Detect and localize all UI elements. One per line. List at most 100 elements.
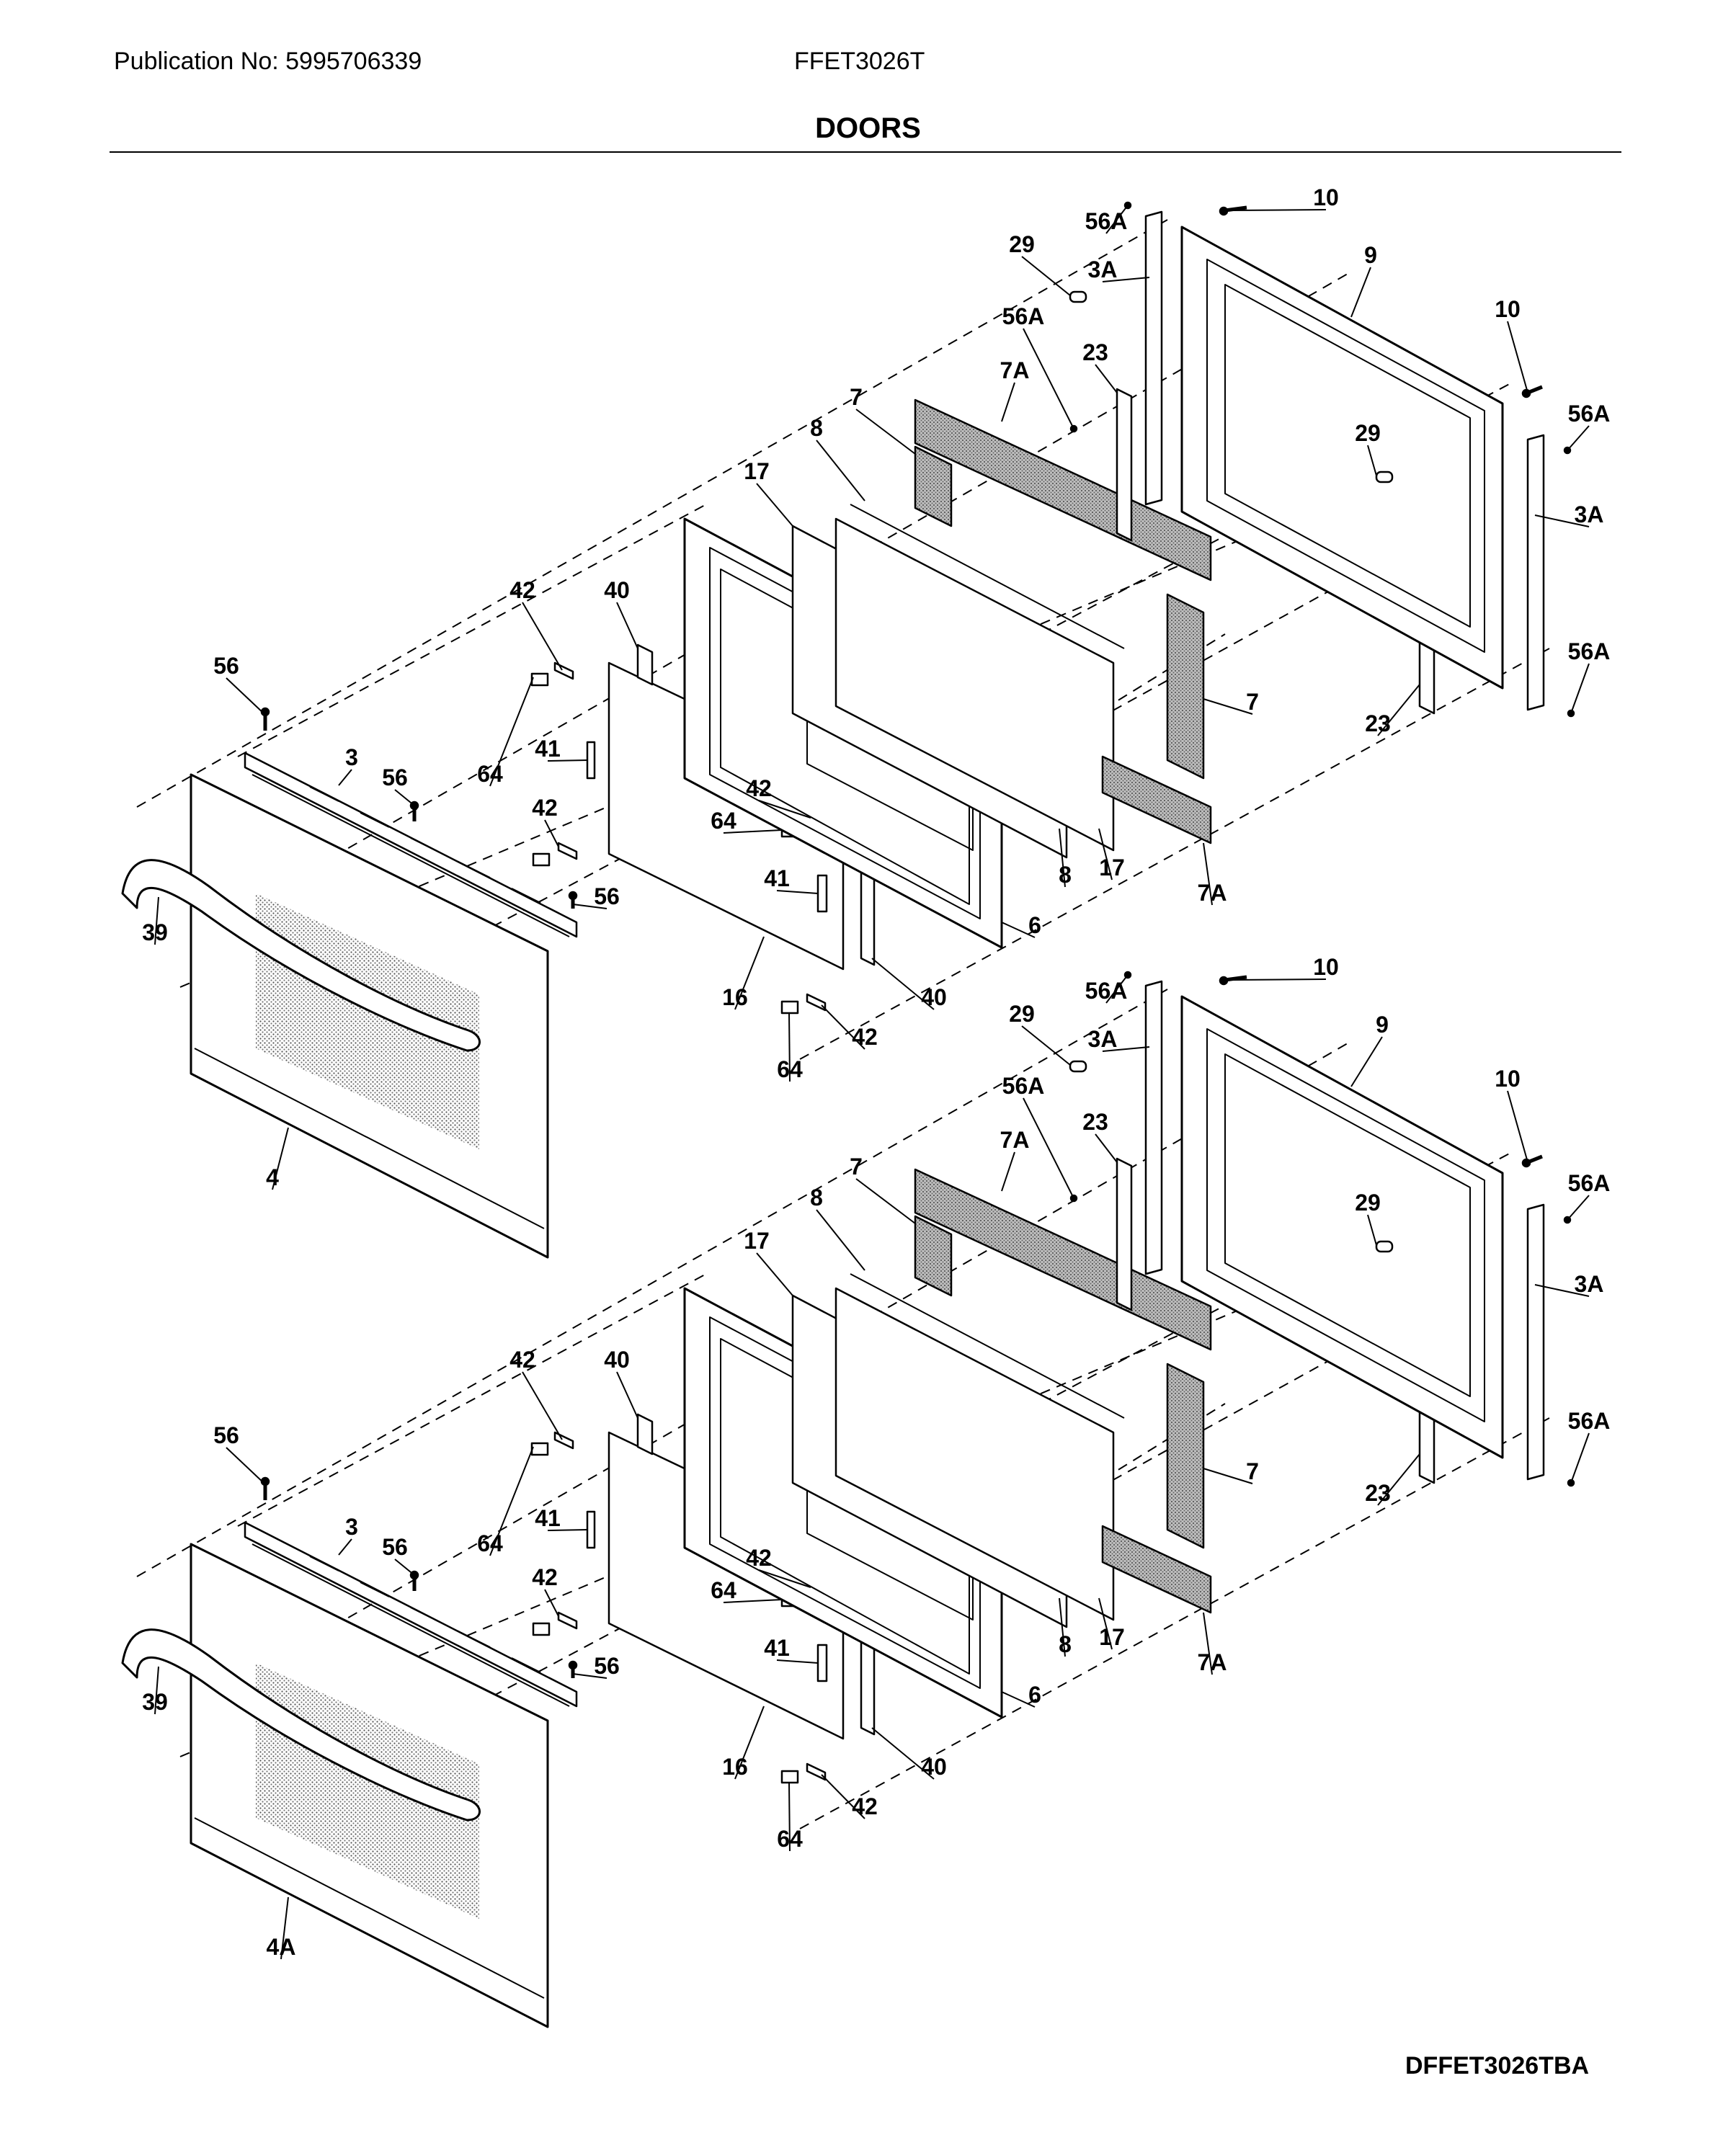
callout-lower-42: 42 — [746, 1545, 772, 1571]
callout-upper-6: 6 — [1028, 912, 1041, 938]
callout-leader-upper-3a — [1534, 514, 1590, 527]
callout-leader-upper-29 — [1021, 256, 1071, 296]
callout-lower-6: 6 — [1028, 1682, 1041, 1708]
callout-leader-lower-7a — [1001, 1151, 1015, 1192]
callout-lower-7a: 7A — [1198, 1649, 1227, 1675]
callout-lower-23: 23 — [1082, 1109, 1108, 1135]
callout-leader-upper-56 — [572, 904, 607, 909]
callout-lower-7a: 7A — [1000, 1127, 1030, 1153]
model-number: FFET3026T — [794, 48, 925, 75]
callout-upper-56: 56 — [594, 883, 620, 909]
callout-leader-lower-7 — [1203, 1468, 1253, 1484]
publication-number: Publication No: 5995706339 — [114, 48, 422, 75]
callout-upper-56a: 56A — [1568, 638, 1611, 664]
callout-leader-upper-41 — [547, 759, 588, 762]
callout-lower-41: 41 — [764, 1635, 790, 1661]
callout-lower-41: 41 — [535, 1505, 561, 1531]
callout-lower-56a: 56A — [1002, 1073, 1045, 1099]
callout-leader-lower-23 — [1095, 1133, 1118, 1163]
callout-lower-4a: 4A — [267, 1934, 296, 1960]
callout-lower-10: 10 — [1313, 954, 1339, 980]
callout-leader-lower-42 — [758, 1569, 811, 1588]
callout-lower-29: 29 — [1355, 1190, 1381, 1216]
callout-lower-56a: 56A — [1568, 1170, 1611, 1196]
callout-leader-lower-16 — [734, 1706, 765, 1780]
callout-upper-8: 8 — [810, 415, 823, 441]
callout-leader-lower-29 — [1367, 1214, 1377, 1246]
callout-leader-upper-16 — [734, 936, 765, 1010]
callout-lower-3a: 3A — [1088, 1026, 1118, 1052]
callout-upper-41: 41 — [764, 865, 790, 891]
callout-leader-upper-56a — [1023, 328, 1074, 429]
callout-upper-10: 10 — [1313, 184, 1339, 210]
callout-upper-17: 17 — [744, 458, 770, 484]
callout-upper-40: 40 — [921, 984, 947, 1010]
callout-leader-upper-17 — [756, 483, 793, 527]
callout-upper-64: 64 — [777, 1056, 803, 1082]
callout-lower-56: 56 — [213, 1422, 239, 1448]
callout-lower-10: 10 — [1495, 1066, 1521, 1092]
callout-leader-upper-40 — [616, 602, 638, 649]
callout-leader-lower-40 — [616, 1371, 638, 1419]
callout-leader-lower-40 — [871, 1727, 935, 1780]
callout-leader-lower-41 — [776, 1659, 819, 1664]
callout-lower-40: 40 — [604, 1347, 630, 1373]
callout-upper-29: 29 — [1009, 231, 1035, 257]
callout-leader-lower-7a — [1203, 1612, 1213, 1675]
callout-lower-29: 29 — [1009, 1001, 1035, 1027]
callout-leader-upper-3a — [1102, 277, 1150, 282]
callout-leader-upper-7 — [1203, 698, 1253, 715]
callout-leader-lower-3a — [1102, 1046, 1150, 1052]
callout-lower-3a: 3A — [1575, 1271, 1604, 1297]
callout-upper-64: 64 — [477, 761, 503, 787]
callout-upper-8: 8 — [1059, 862, 1072, 888]
callout-leader-upper-56a — [1570, 663, 1590, 714]
callout-lower-7: 7 — [850, 1154, 863, 1180]
callout-upper-17: 17 — [1099, 855, 1125, 880]
callout-leader-upper-42 — [544, 819, 559, 847]
callout-upper-3: 3 — [345, 744, 358, 770]
callout-upper-7a: 7A — [1198, 880, 1227, 906]
callout-leader-upper-41 — [776, 890, 819, 894]
callout-leader-lower-8 — [1059, 1597, 1066, 1657]
callout-leader-upper-56 — [226, 677, 266, 715]
callout-leader-upper-6 — [1001, 922, 1036, 938]
callout-leader-upper-56 — [394, 789, 415, 806]
callout-leader-upper-64 — [788, 1012, 791, 1082]
callout-leader-upper-23 — [1377, 684, 1420, 736]
callout-leader-lower-17 — [756, 1252, 793, 1296]
callout-lower-17: 17 — [744, 1228, 770, 1254]
callout-leader-upper-64 — [723, 829, 783, 834]
callout-leader-lower-7 — [855, 1178, 916, 1224]
callout-leader-lower-3 — [338, 1538, 352, 1556]
callout-upper-56: 56 — [382, 764, 408, 790]
callout-leader-upper-23 — [1095, 364, 1118, 393]
callout-lower-64: 64 — [777, 1826, 803, 1852]
callout-leader-upper-4 — [272, 1127, 289, 1190]
callout-leader-upper-64 — [489, 677, 534, 787]
callout-upper-23: 23 — [1082, 339, 1108, 365]
callout-leader-lower-23 — [1377, 1453, 1420, 1506]
callout-leader-upper-17 — [1098, 828, 1113, 880]
callout-leader-upper-8 — [1059, 828, 1066, 888]
callout-upper-56a: 56A — [1085, 208, 1128, 234]
callout-leader-lower-56 — [226, 1447, 266, 1485]
callout-leader-lower-39 — [154, 1666, 159, 1715]
callout-leader-lower-56 — [394, 1559, 415, 1576]
callout-leader-upper-29 — [1367, 445, 1377, 476]
callout-lower-42: 42 — [509, 1347, 535, 1373]
callout-leader-upper-3 — [338, 769, 352, 786]
callout-upper-7: 7 — [1246, 689, 1259, 715]
callout-lower-17: 17 — [1099, 1624, 1125, 1650]
callout-leader-upper-7a — [1203, 842, 1213, 906]
callout-leader-upper-7 — [855, 409, 916, 455]
callout-upper-42: 42 — [746, 775, 772, 801]
callout-leader-lower-64 — [788, 1781, 791, 1852]
callout-lower-7: 7 — [1246, 1458, 1259, 1484]
callout-lower-3: 3 — [345, 1514, 358, 1540]
callout-lower-56: 56 — [382, 1534, 408, 1560]
callout-lower-8: 8 — [810, 1185, 823, 1211]
callout-lower-16: 16 — [722, 1754, 748, 1780]
callout-upper-40: 40 — [604, 577, 630, 603]
